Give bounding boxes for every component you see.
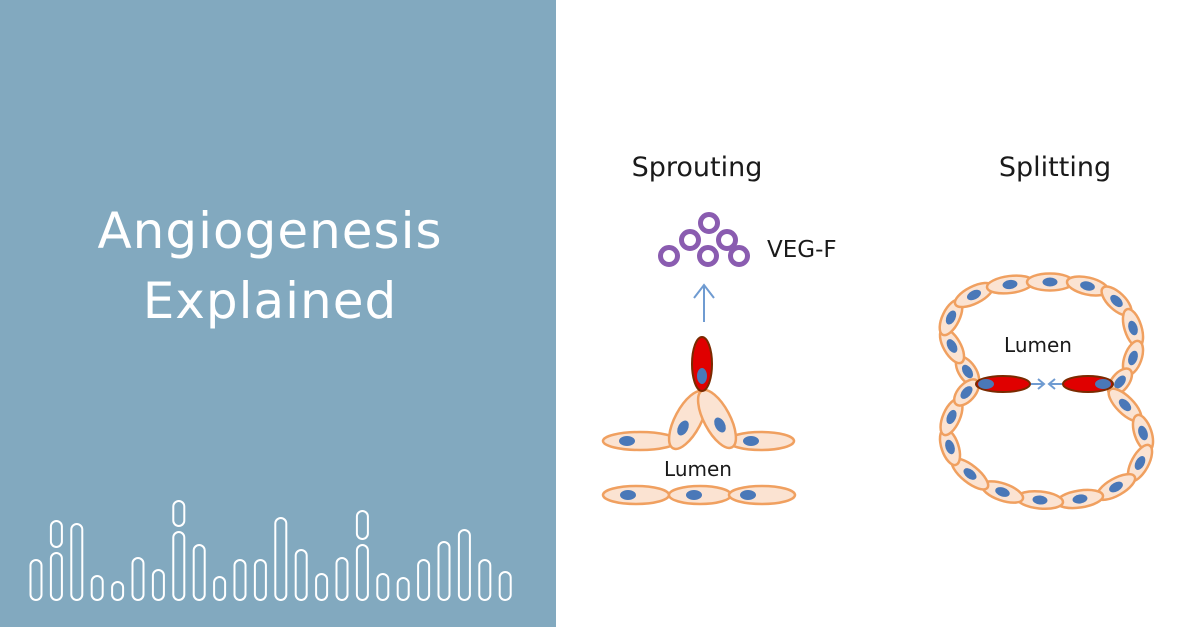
- tip-cell: [691, 336, 713, 392]
- pill-bar: [131, 557, 145, 601]
- pill-bar: [192, 544, 206, 601]
- pill-bar: [29, 559, 43, 601]
- pill-bar: [213, 576, 227, 601]
- splitting-panel: Splitting Lumen: [938, 152, 1155, 511]
- tip-cell: [975, 375, 1031, 393]
- pill-bar: [417, 559, 431, 601]
- pill-bar: [355, 510, 369, 540]
- endothelial-cell: [1015, 489, 1065, 511]
- endothelial-cell: [601, 484, 671, 506]
- pill-bar: [396, 577, 410, 601]
- sprouting-heading: Sprouting: [632, 152, 763, 183]
- splitting-cells: [938, 272, 1155, 511]
- pill-bar: [498, 571, 512, 601]
- pill-bar: [253, 559, 267, 601]
- splitting-lumen-label: Lumen: [1004, 333, 1072, 357]
- arrow-up-icon: [693, 283, 715, 322]
- pill-bar: [90, 575, 104, 601]
- pill-bar: [274, 517, 288, 601]
- title-line-2: Explained: [142, 272, 398, 330]
- endothelial-cell: [667, 484, 733, 506]
- pill-bar: [478, 559, 492, 601]
- title-panel: Angiogenesis Explained: [0, 0, 556, 627]
- pill-bar: [70, 523, 84, 601]
- pill-bar: [315, 573, 329, 601]
- pill-bar: [376, 573, 390, 601]
- endothelial-cell: [726, 430, 796, 452]
- title-line-1: Angiogenesis: [97, 202, 443, 260]
- pill-bar: [294, 549, 308, 601]
- angiogenesis-diagram: Sprouting VEG-F: [601, 152, 1155, 511]
- vegf-molecule-icon: [658, 212, 750, 267]
- pill-bar: [49, 552, 63, 601]
- arrows-inward-icon: [1031, 378, 1062, 390]
- sprouting-panel: Sprouting VEG-F: [601, 152, 837, 506]
- pill-bar: [111, 581, 125, 601]
- pill-bar: [355, 544, 369, 601]
- page-title: Angiogenesis Explained: [0, 196, 540, 336]
- endothelial-cell: [938, 427, 962, 467]
- endothelial-cell: [727, 484, 797, 506]
- pill-bar: [335, 557, 349, 601]
- pill-bar: [233, 559, 247, 601]
- endothelial-cell: [938, 327, 966, 365]
- sprouting-lumen-label: Lumen: [664, 457, 732, 481]
- pill-bar: [172, 500, 186, 527]
- endothelial-cell: [939, 397, 964, 437]
- vegf-label: VEG-F: [767, 237, 837, 263]
- pill-bar: [49, 520, 63, 548]
- sprouting-cells: [601, 336, 797, 506]
- pill-bar: [457, 529, 471, 601]
- endothelial-cell: [601, 430, 679, 452]
- tip-cell: [1062, 375, 1114, 393]
- pill-bars-icon: [29, 500, 512, 601]
- endothelial-cell: [1065, 275, 1110, 297]
- pill-bar: [151, 569, 165, 601]
- pill-bar: [172, 531, 186, 601]
- endothelial-cell: [985, 274, 1035, 295]
- pill-bar: [437, 541, 451, 601]
- splitting-heading: Splitting: [999, 152, 1111, 183]
